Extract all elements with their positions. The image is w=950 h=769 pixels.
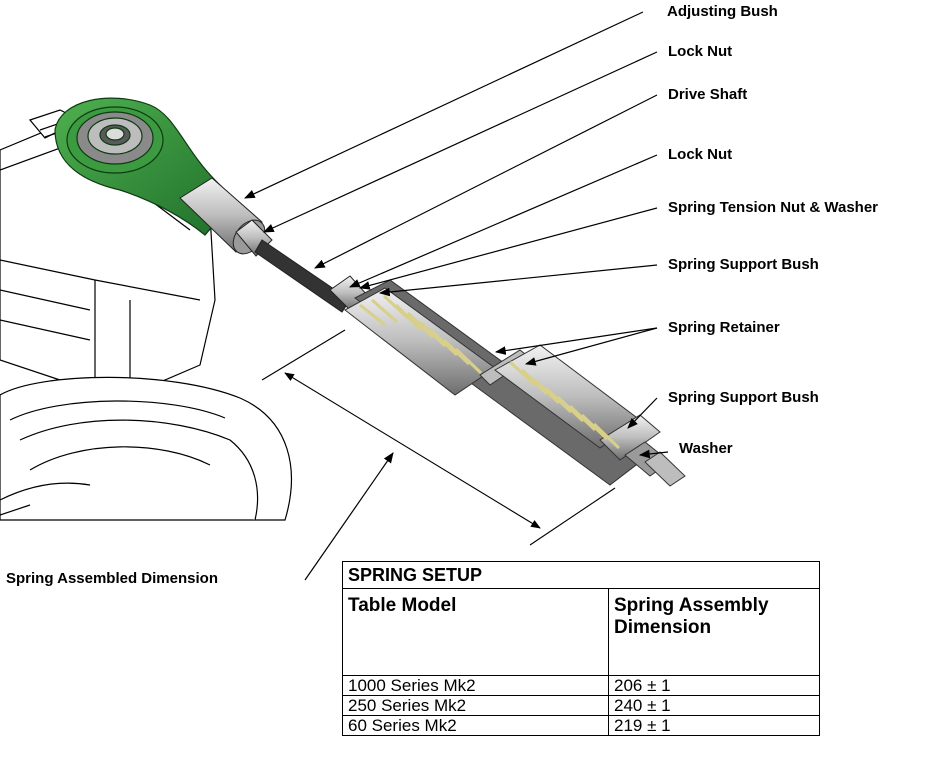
table-row: 250 Series Mk2 240 ± 1 <box>342 695 820 716</box>
spring-setup-table: SPRING SETUP Table Model Spring Assembly… <box>342 561 820 736</box>
header-spring-assembly-dimension: Spring Assembly Dimension <box>608 588 820 676</box>
leader-lines <box>244 11 669 581</box>
label-spring-assembled-dimension: Spring Assembled Dimension <box>6 570 218 587</box>
label-spring-support-bush: Spring Support Bush <box>668 256 819 273</box>
header-table-model: Table Model <box>342 588 609 676</box>
label-lock-nut: Lock Nut <box>668 43 733 60</box>
label-washer: Washer <box>679 440 733 457</box>
table-cell-model: 1000 Series Mk2 <box>342 675 609 696</box>
leader-spring-support-bush-1 <box>378 264 658 297</box>
label-spring-retainer: Spring Retainer <box>668 319 780 336</box>
spring-group <box>344 279 686 487</box>
table-row: 1000 Series Mk2 206 ± 1 <box>342 675 820 696</box>
leader-washer <box>638 449 669 459</box>
label-lock-nut-2: Lock Nut <box>668 146 733 163</box>
table-title: SPRING SETUP <box>342 561 820 589</box>
table-cell-dimension: 206 ± 1 <box>608 675 820 696</box>
label-spring-tension-nut-washer: Spring Tension Nut & Washer <box>668 199 879 216</box>
leader-lock-nut-1 <box>263 51 658 233</box>
leader-spring-retainer-a <box>494 327 658 355</box>
leader-spring-tension-nut <box>358 207 658 290</box>
table-cell-dimension: 240 ± 1 <box>608 695 820 716</box>
table-title-row: SPRING SETUP <box>342 561 820 589</box>
leader-spring-retainer-b <box>524 327 658 366</box>
table-cell-dimension: 219 ± 1 <box>608 715 820 736</box>
table-row: 60 Series Mk2 219 ± 1 <box>342 715 820 736</box>
label-spring-support-bush-2: Spring Support Bush <box>668 389 819 406</box>
shaft-group <box>179 177 369 313</box>
leader-spring-support-bush-2 <box>627 397 658 429</box>
leader-lock-nut-2 <box>349 154 658 288</box>
label-adjusting-bush: Adjusting Bush <box>667 3 778 20</box>
leader-drive-shaft <box>314 94 658 269</box>
label-drive-shaft: Drive Shaft <box>668 86 748 103</box>
table-header-row: Table Model Spring Assembly Dimension <box>342 588 820 676</box>
table-cell-model: 60 Series Mk2 <box>342 715 609 736</box>
leader-adjusting-bush <box>244 11 644 199</box>
dimension-line <box>261 329 616 546</box>
table-cell-model: 250 Series Mk2 <box>342 695 609 716</box>
